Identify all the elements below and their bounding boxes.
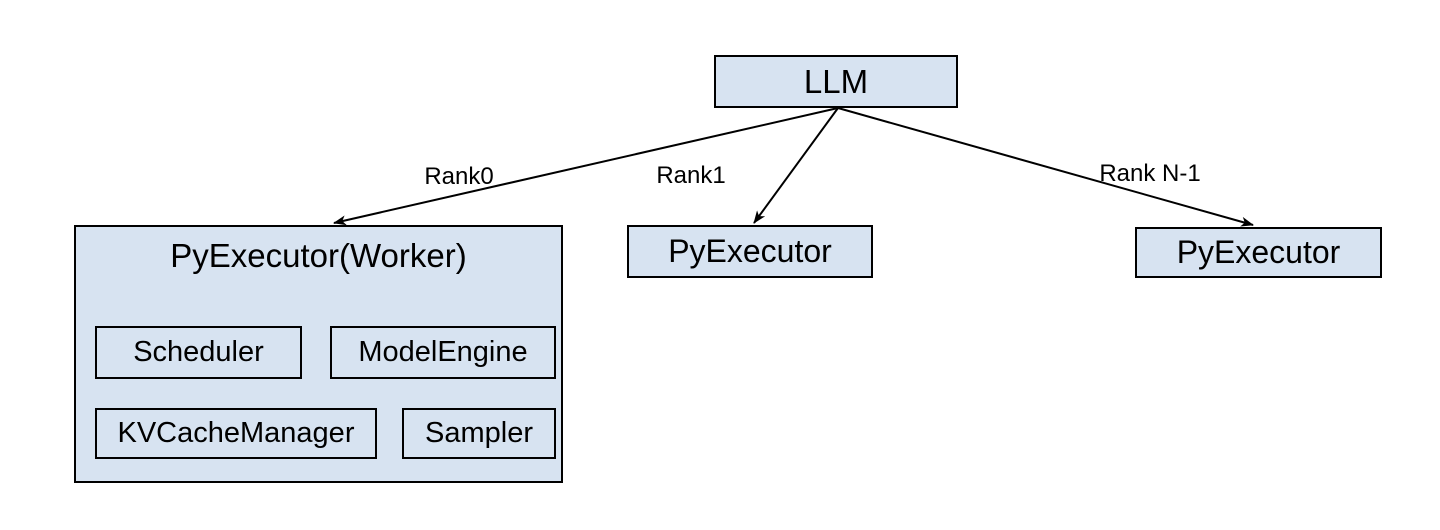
- node-pyexecutor-worker-title: PyExecutor(Worker): [170, 237, 467, 274]
- edge-label-rank-n-1: Rank N-1: [1099, 160, 1201, 187]
- node-pyexecutor-rank-n-1: PyExecutor: [1135, 227, 1382, 278]
- edge-rank0: [333, 107, 839, 226]
- node-sampler-label: Sampler: [425, 417, 533, 449]
- node-modelengine: ModelEngine: [330, 326, 556, 379]
- node-kvcachemanager: KVCacheManager: [95, 408, 377, 459]
- node-llm: LLM: [714, 55, 958, 108]
- node-scheduler-label: Scheduler: [133, 336, 264, 368]
- edge-rank1: [753, 107, 839, 224]
- node-pyexecutor-rank1-label: PyExecutor: [668, 233, 832, 269]
- edge-label-rank1: Rank1: [656, 162, 726, 189]
- edge-label-rank0: Rank0: [424, 163, 494, 190]
- node-sampler: Sampler: [402, 408, 556, 459]
- node-pyexecutor-rank-n-1-label: PyExecutor: [1176, 234, 1341, 270]
- node-modelengine-label: ModelEngine: [358, 336, 528, 368]
- node-kvcachemanager-label: KVCacheManager: [117, 417, 355, 449]
- node-scheduler: Scheduler: [95, 326, 302, 379]
- node-llm-label: LLM: [803, 62, 869, 100]
- node-pyexecutor-worker: PyExecutor(Worker) Scheduler ModelEngine…: [74, 225, 563, 483]
- node-pyexecutor-rank1: PyExecutor: [627, 225, 873, 278]
